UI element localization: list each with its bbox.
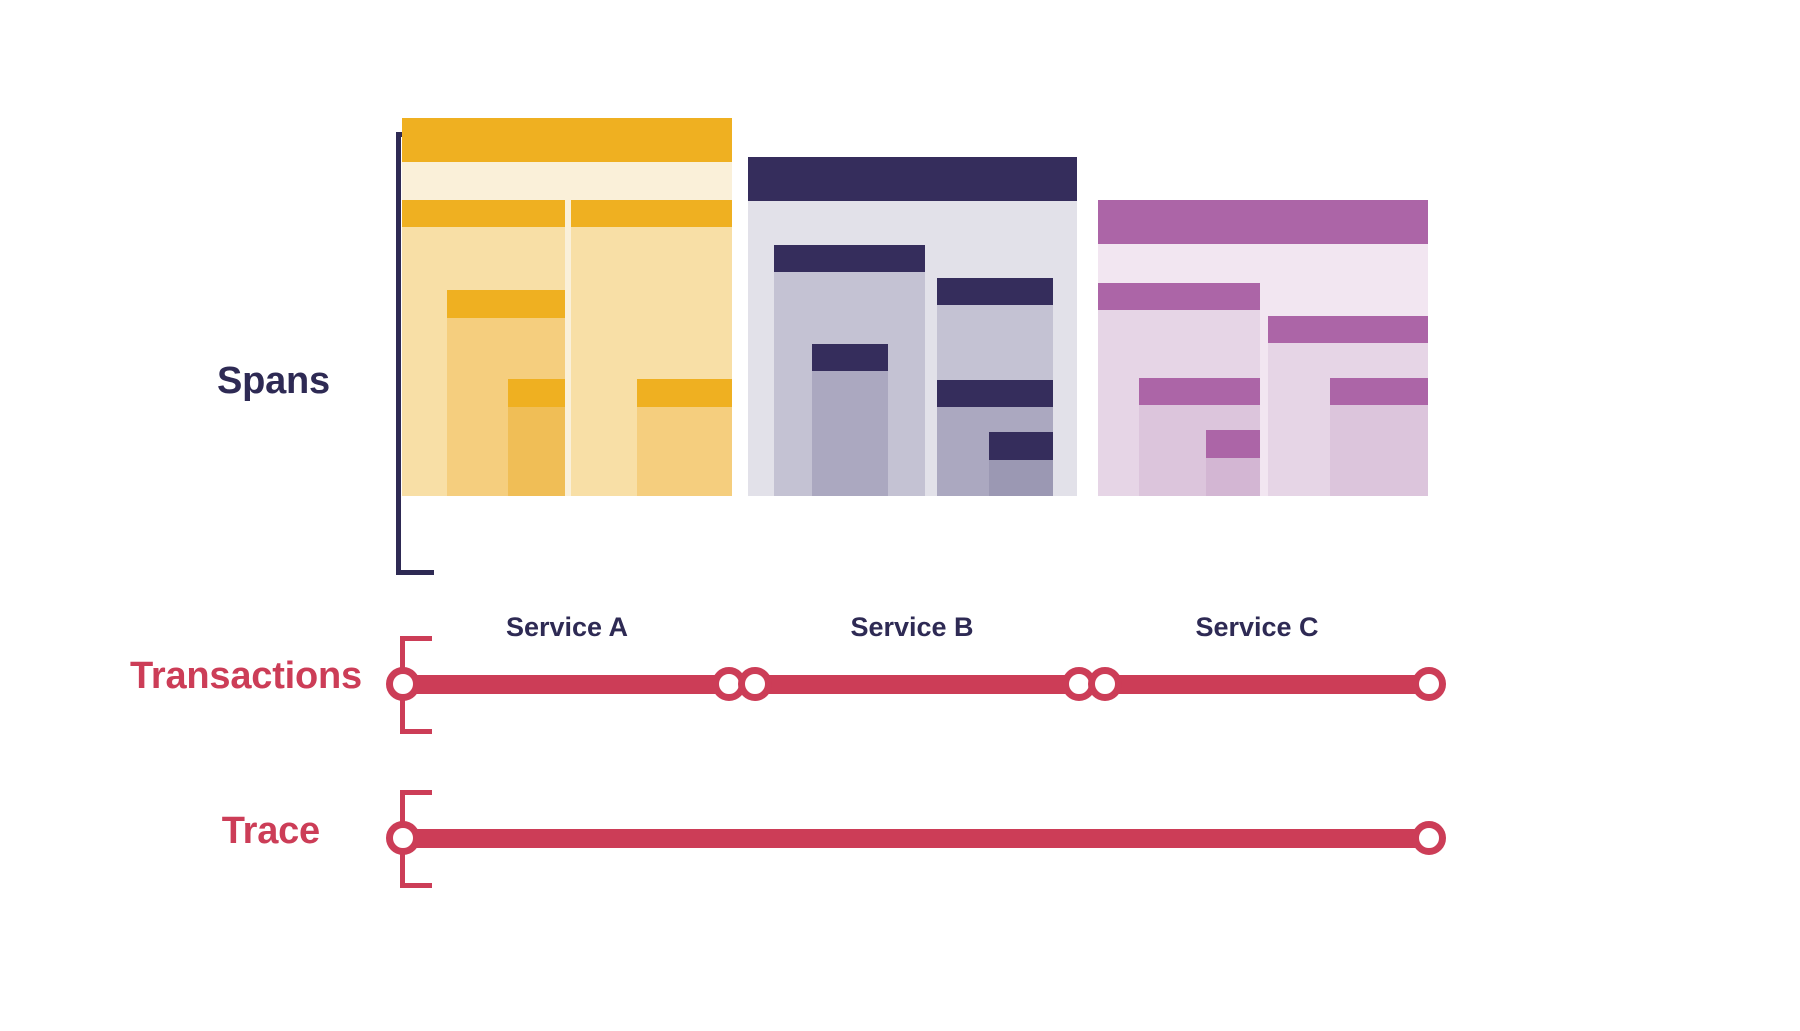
span-bar-service-a-great-grandchild xyxy=(508,379,565,496)
span-bar-service-b-grandchild-1 xyxy=(812,344,888,496)
transaction-c-start xyxy=(1088,667,1122,701)
transaction-b-end xyxy=(1062,667,1096,701)
service-caption-service-b: Service B xyxy=(850,612,974,642)
span-head xyxy=(1098,283,1260,310)
trace-start xyxy=(386,821,420,855)
span-head xyxy=(1098,200,1428,244)
spans-region xyxy=(402,118,1428,496)
transaction-service-a xyxy=(403,675,729,694)
service-caption-service-a: Service A xyxy=(505,612,629,642)
transaction-service-b xyxy=(755,675,1079,694)
span-head xyxy=(1268,316,1428,343)
span-head xyxy=(508,379,565,407)
transaction-service-c xyxy=(1105,675,1429,694)
span-bar-service-c-grandchild-2 xyxy=(1330,378,1428,496)
span-head xyxy=(571,200,732,227)
spans-row-label: Spans xyxy=(216,360,330,402)
span-head xyxy=(1330,378,1428,405)
span-bar-service-c-great-grandchild xyxy=(1206,430,1260,496)
span-head xyxy=(774,245,925,272)
span-head xyxy=(447,290,565,318)
service-caption-service-c: Service C xyxy=(1195,612,1319,642)
transaction-b-start xyxy=(738,667,772,701)
transaction-a-start xyxy=(386,667,420,701)
transactions-row-label: Transactions xyxy=(129,655,362,697)
transaction-c-end xyxy=(1412,667,1446,701)
trace-end xyxy=(1412,821,1446,855)
span-bar-service-a-grandchild-2 xyxy=(637,379,732,496)
transactions-timeline xyxy=(0,667,1800,707)
trace-span xyxy=(403,829,1429,848)
span-head xyxy=(402,200,565,227)
span-head xyxy=(1139,378,1260,405)
span-head xyxy=(937,380,1053,407)
span-head xyxy=(637,379,732,407)
trace-timeline xyxy=(0,821,1800,861)
span-head xyxy=(402,118,732,162)
span-bar-service-b-great-grandchild xyxy=(989,432,1053,496)
span-head xyxy=(989,432,1053,460)
span-head xyxy=(748,157,1077,201)
trace-row-label: Trace xyxy=(221,810,321,852)
span-head xyxy=(812,344,888,371)
span-head xyxy=(937,278,1053,305)
span-head xyxy=(1206,430,1260,458)
